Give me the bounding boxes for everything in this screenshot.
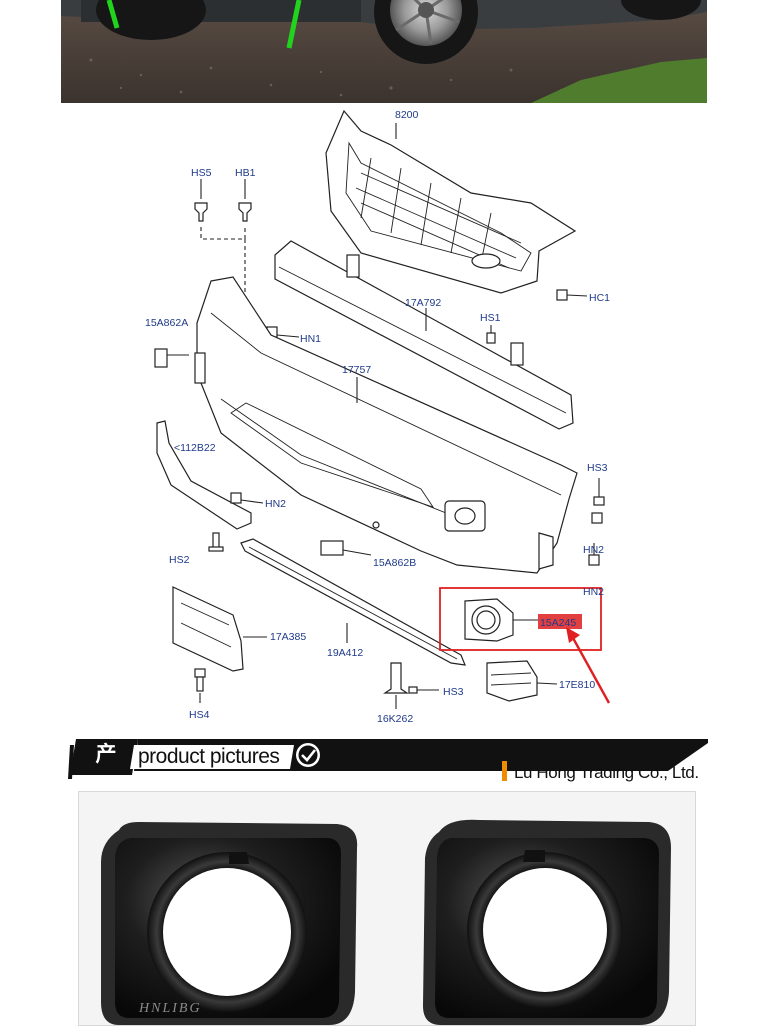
banner-title: product pictures bbox=[138, 745, 280, 768]
fog-lamp-covers-photo: HNLIBG bbox=[101, 819, 671, 1025]
section-banner: 产 product pictures Lu Hong Trading Co., … bbox=[68, 733, 708, 789]
company-name: Lu Hong Trading Co., Ltd. bbox=[514, 763, 699, 782]
lower-strip-19A412 bbox=[240, 538, 466, 666]
highlight-label-bg bbox=[538, 614, 582, 629]
label-hs4: HS4 bbox=[189, 709, 210, 721]
clip-16K262 bbox=[383, 662, 409, 709]
label-lower-strip: 19A412 bbox=[327, 647, 363, 659]
fog-cover-left: HNLIBG bbox=[101, 822, 358, 1025]
label-plate: 17A385 bbox=[270, 631, 306, 643]
label-grille: 8200 bbox=[395, 109, 419, 121]
hs3-right-screw bbox=[593, 478, 605, 506]
hs2-screw bbox=[208, 532, 224, 552]
label-hc1: HC1 bbox=[589, 292, 610, 304]
label-clip-bottom: 16K262 bbox=[377, 713, 413, 725]
label-bracket-left: 15A862A bbox=[145, 317, 188, 329]
label-hs2: HS2 bbox=[169, 554, 190, 566]
label-hs5: HS5 bbox=[191, 167, 212, 179]
banner-background bbox=[68, 739, 708, 781]
label-hn2-right-2: HN2 bbox=[583, 586, 604, 598]
hn2-right-nut bbox=[588, 512, 603, 566]
reinforcement-beam bbox=[274, 240, 574, 430]
label-hs3-right: HS3 bbox=[587, 462, 608, 474]
hs5-fastener bbox=[194, 179, 208, 222]
fog-lamp-cover-15A245 bbox=[439, 587, 611, 704]
label-bracket-center: 15A862B bbox=[373, 557, 416, 569]
label-strip-left: <112B22 bbox=[174, 442, 216, 454]
bracket-15A862B bbox=[320, 540, 372, 556]
front-bumper bbox=[194, 276, 578, 574]
exploded-parts-diagram: 8200 HS5 HB1 HC1 17A792 HS1 15A862A HN1 … bbox=[145, 109, 611, 725]
hn2-nut-left bbox=[230, 492, 264, 504]
fog-cover-right bbox=[423, 819, 671, 1025]
label-hs3-bottom: HS3 bbox=[443, 686, 464, 698]
side-lamp-17E810 bbox=[486, 660, 558, 702]
banner-badge: 产 bbox=[95, 742, 117, 766]
highlight-box bbox=[439, 587, 602, 651]
hb1-fastener bbox=[238, 179, 252, 222]
label-side-lamp: 17E810 bbox=[559, 679, 595, 691]
product-photo: HNLIBG bbox=[78, 791, 696, 1026]
hc1-clip bbox=[556, 289, 588, 301]
label-hn2-right: HN2 bbox=[583, 544, 604, 556]
check-circle-icon bbox=[301, 749, 317, 762]
grille-part bbox=[325, 109, 577, 294]
label-hb1: HB1 bbox=[235, 167, 256, 179]
hs4-screw bbox=[194, 668, 206, 703]
label-hs1: HS1 bbox=[480, 312, 501, 324]
label-hn1: HN1 bbox=[300, 333, 321, 345]
label-fog-cover: 15A245 bbox=[540, 617, 576, 629]
label-beam: 17A792 bbox=[405, 297, 441, 309]
label-bumper: 17757 bbox=[342, 364, 371, 376]
bracket-15A862A bbox=[154, 348, 189, 368]
label-hn2-left: HN2 bbox=[265, 498, 286, 510]
watermark-text: HNLIBG bbox=[138, 1001, 202, 1016]
side-strip-112B22 bbox=[156, 420, 252, 530]
hs3-bottom-screw bbox=[408, 686, 439, 694]
hs1-bolt bbox=[486, 325, 496, 344]
hero-car-photo bbox=[61, 0, 707, 103]
license-plate-bracket bbox=[172, 586, 267, 672]
